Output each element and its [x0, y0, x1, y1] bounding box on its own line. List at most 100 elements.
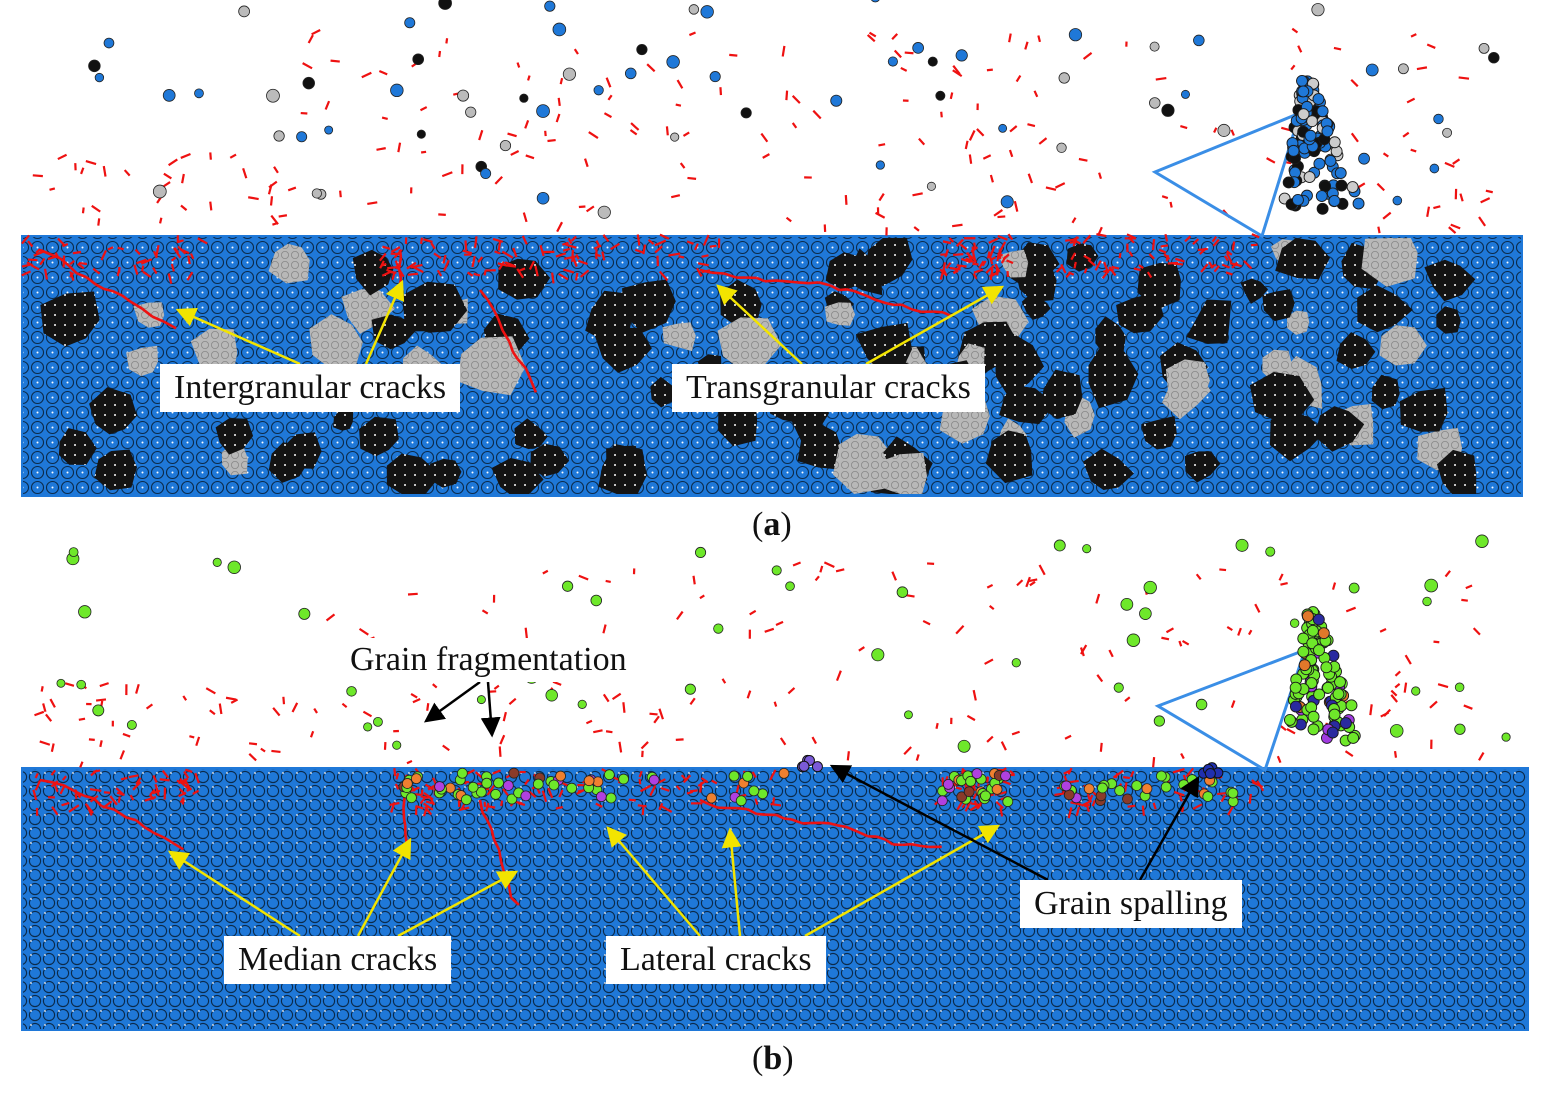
crack-segment [939, 268, 946, 276]
fragment-particle [1227, 787, 1239, 799]
crack-path [783, 817, 792, 821]
crack-fragment [99, 682, 109, 688]
crack-segment [972, 793, 978, 800]
crack-segment [675, 785, 681, 791]
debris-particle [957, 739, 971, 753]
crack-segment [512, 247, 518, 258]
crack-segment [517, 801, 526, 807]
crack-fragment [1226, 625, 1233, 632]
grain [429, 458, 462, 488]
crack-fragment [438, 50, 442, 58]
crack-segment [942, 240, 952, 245]
chip-particle [1307, 710, 1320, 723]
debris-particle [871, 0, 880, 3]
crack-fragment [918, 137, 926, 146]
debris-particle [562, 580, 574, 592]
debris-particle [212, 557, 222, 567]
crack-path [485, 818, 493, 830]
crack-segment [382, 245, 391, 250]
crack-segment [1151, 239, 1156, 251]
crack-path [775, 813, 785, 820]
crack-fragment [1029, 580, 1036, 587]
chip-particle [1297, 85, 1310, 98]
debris-particle [597, 205, 611, 219]
crack-fragment [441, 171, 453, 178]
debris-particle [1348, 582, 1360, 594]
crack-segment [654, 245, 663, 254]
grain [995, 330, 1045, 398]
crack-segment [502, 788, 509, 796]
crack-segment [464, 240, 468, 251]
crack-fragment [1027, 123, 1036, 128]
crack-path [901, 303, 913, 311]
crack-path [397, 267, 403, 280]
fragment-particle [508, 767, 520, 779]
crack-path [516, 358, 527, 369]
debris-particle [1433, 113, 1444, 125]
crack-segment [134, 248, 141, 256]
crack-fragment [1266, 157, 1276, 164]
arrows-intergranular [175, 279, 405, 366]
grain [1240, 278, 1269, 304]
crack-fragment [309, 730, 315, 738]
fragment-particle [555, 770, 566, 782]
crack-segment [711, 779, 718, 785]
crack-segment [179, 797, 185, 804]
debris-particle [536, 191, 550, 205]
spalled-grain [1204, 768, 1216, 780]
crack-fragment [573, 48, 579, 55]
crack-fragment [57, 153, 68, 161]
crack-segment [458, 806, 470, 812]
crack-fragment [1064, 734, 1072, 740]
crack-segment [709, 244, 717, 248]
debris-particle [1195, 698, 1208, 711]
fragment-particle [1060, 780, 1072, 792]
crack-fragment [811, 736, 817, 745]
debris-particle [896, 586, 909, 598]
fragment-particle [1141, 783, 1153, 795]
crack-segment [100, 250, 107, 261]
debris-particle [695, 546, 707, 558]
crack-segment [194, 772, 200, 784]
crack-fragment [791, 95, 801, 104]
crack-fragment [1096, 674, 1104, 683]
crack-fragment [1180, 125, 1188, 130]
crack-path [911, 308, 922, 314]
crack-fragment [1459, 193, 1464, 202]
crack-fragment [302, 62, 313, 70]
fragment-particle [778, 768, 790, 779]
crack-segment [628, 798, 636, 802]
grain [1095, 316, 1126, 357]
crack-path [47, 252, 61, 260]
crack-fragment [556, 221, 564, 233]
crack-segment [471, 255, 476, 268]
crack-fragment [900, 66, 908, 72]
debris-particle [562, 67, 577, 81]
crack-segment [638, 770, 643, 778]
crack-fragment [1000, 741, 1007, 751]
crack-fragment [1350, 132, 1359, 143]
crack-path [736, 806, 748, 811]
crack-segment [699, 781, 703, 793]
crack-fragment [875, 211, 886, 219]
crack-fragment [611, 692, 622, 701]
crack-path [112, 289, 123, 297]
fragment-particle [991, 783, 1003, 795]
debris-particle [416, 129, 426, 139]
crack-fragment [1286, 161, 1292, 165]
crack-path [103, 287, 114, 293]
crack-fragment [1394, 682, 1401, 689]
crack-path [492, 309, 500, 319]
crack-fragment [1230, 129, 1235, 136]
crack-segment [84, 803, 94, 814]
crack-segment [74, 793, 78, 800]
crack-segment [989, 271, 999, 278]
fragment-particle [735, 795, 747, 807]
crack-fragment [922, 619, 931, 626]
crack-segment [486, 804, 496, 809]
crack-path [153, 831, 166, 840]
crack-segment [381, 271, 390, 277]
fragment-particle [728, 770, 740, 782]
crack-path [497, 849, 503, 863]
crack-fragment [324, 100, 331, 110]
